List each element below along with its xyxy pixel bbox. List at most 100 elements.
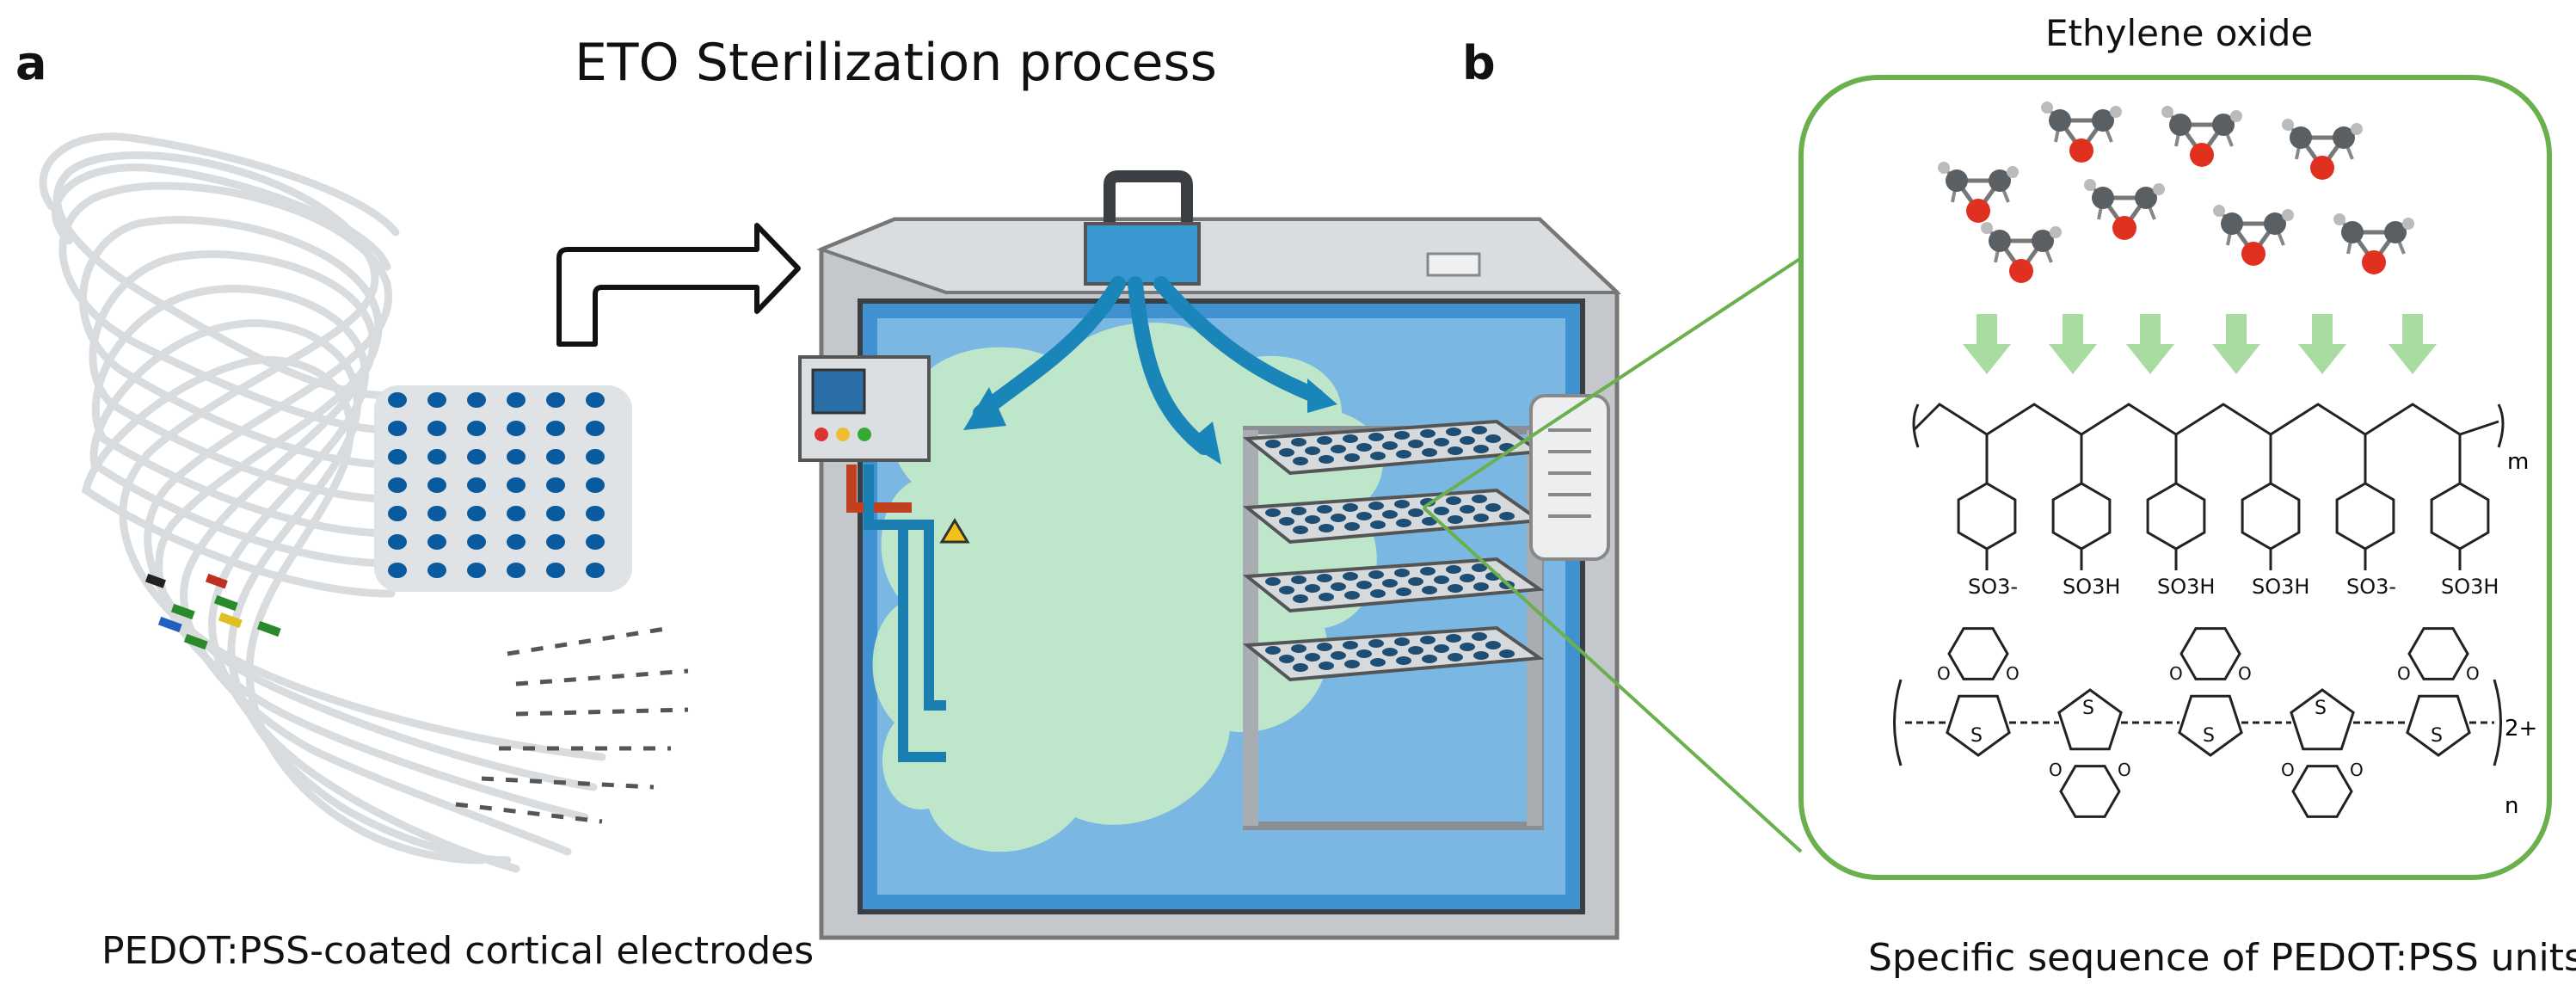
tray-electrode <box>1499 649 1515 658</box>
tray-electrode <box>1446 565 1461 574</box>
tray-electrode <box>1460 436 1475 445</box>
sterilization-chamber <box>798 170 1622 940</box>
tray-electrode <box>1265 577 1281 586</box>
tray-electrode <box>1472 495 1487 503</box>
electrode-dots <box>388 392 605 578</box>
tray-electrode <box>1279 586 1294 594</box>
tray-electrode <box>1370 452 1386 460</box>
gas-flow-arrows <box>973 276 1324 455</box>
electrode-dot <box>427 506 446 521</box>
panel-b-caption: Specific sequence of PEDOT:PSS units <box>1868 936 2576 980</box>
ethylene-oxide-molecule <box>2084 179 2165 240</box>
electrode-dot <box>586 449 605 465</box>
pss-structure <box>1912 403 2505 570</box>
electrode-dot <box>586 563 605 578</box>
tray-electrode <box>1265 440 1281 448</box>
pss-sulfonate-label: SO3H <box>2063 575 2120 599</box>
tray-electrode <box>1408 508 1423 517</box>
electrode-dot <box>427 421 446 436</box>
tray-electrode <box>1473 651 1489 660</box>
tray-electrode <box>1279 448 1294 457</box>
tray-electrode <box>1319 593 1334 601</box>
tray-electrode <box>1472 426 1487 434</box>
green-down-arrow <box>2049 314 2097 374</box>
tray-electrode <box>1485 434 1501 443</box>
electrode-dot <box>388 392 407 408</box>
oxygen-label: O <box>2049 760 2063 780</box>
electrode-dot <box>388 563 407 578</box>
tray-electrode <box>1331 582 1346 591</box>
tray-electrode <box>1368 570 1384 579</box>
tray-electrode <box>1356 649 1372 658</box>
green-down-arrow <box>2298 314 2346 374</box>
tray-electrode <box>1446 428 1461 436</box>
sulfur-label: S <box>2082 698 2094 719</box>
tray-electrode <box>1305 653 1320 662</box>
electrode-dot <box>546 392 565 408</box>
electrode-dot <box>507 563 526 578</box>
tray-electrode <box>1368 502 1384 510</box>
tray-electrode <box>1291 644 1306 653</box>
tray-electrode <box>1485 503 1501 512</box>
electrode-dot <box>586 534 605 550</box>
tray-electrode <box>1394 637 1410 646</box>
electrode-dot <box>427 392 446 408</box>
tray-electrode <box>1448 584 1463 593</box>
oxygen-label: O <box>2006 663 2020 684</box>
tray-electrode <box>1265 508 1281 517</box>
ethylene-oxide-molecule <box>2213 205 2294 266</box>
electrode-dot <box>546 421 565 436</box>
tray-electrode <box>1396 656 1411 665</box>
electrode-racks <box>1242 419 1545 830</box>
oxygen-label: O <box>2169 663 2183 684</box>
tray-electrode <box>1343 503 1358 512</box>
sulfur-label: S <box>1970 725 1983 747</box>
electrode-dot <box>586 477 605 493</box>
tray-electrode <box>1422 586 1437 594</box>
oxygen-label: O <box>2466 663 2480 684</box>
tray-electrode <box>1446 634 1461 643</box>
electrode-connector-tips <box>455 625 689 824</box>
sulfur-label: S <box>2203 725 2215 747</box>
electrode-dot <box>546 477 565 493</box>
electrode-dot <box>467 506 486 521</box>
tray-electrode <box>1293 526 1308 534</box>
tray-electrode <box>1446 496 1461 505</box>
tray-electrode <box>1448 653 1463 662</box>
tray-electrode <box>1344 591 1360 600</box>
electrode-dot <box>467 534 486 550</box>
tray-electrode <box>1382 648 1398 656</box>
ethylene-oxide-molecule <box>1981 222 2062 283</box>
ethylene-oxide-molecule <box>2282 119 2363 180</box>
tray-electrode <box>1473 582 1489 591</box>
electrode-dot <box>507 449 526 465</box>
tray-electrode <box>1344 660 1360 668</box>
benzene-ring <box>2335 482 2395 551</box>
oxygen-label: O <box>2118 760 2131 780</box>
tray-electrode <box>1396 519 1411 527</box>
tray-electrode <box>1317 436 1332 445</box>
panel-a-caption: PEDOT:PSS-coated cortical electrodes <box>101 929 815 973</box>
tray-electrode <box>1343 572 1358 581</box>
tray-electrode <box>1382 510 1398 519</box>
oxygen-label: O <box>2238 663 2252 684</box>
tray-electrode <box>1293 663 1308 672</box>
benzene-ring <box>2430 482 2490 551</box>
electrode-cables <box>39 132 606 873</box>
electrode-dot <box>507 477 526 493</box>
tray-electrode <box>1370 520 1386 529</box>
electrode-dot <box>586 421 605 436</box>
tray-electrode <box>1368 639 1384 648</box>
benzene-ring <box>2146 482 2206 551</box>
tray-electrode <box>1434 644 1449 653</box>
zoom-lines <box>1422 256 1803 853</box>
green-down-arrow <box>2212 314 2260 374</box>
tray-electrode <box>1343 641 1358 649</box>
pss-sulfonate-label: SO3H <box>2157 575 2215 599</box>
tray-electrode <box>1434 507 1449 515</box>
electrode-dot <box>586 506 605 521</box>
tray-electrode <box>1394 431 1410 440</box>
pedot-repeat-n: n <box>2505 793 2518 819</box>
